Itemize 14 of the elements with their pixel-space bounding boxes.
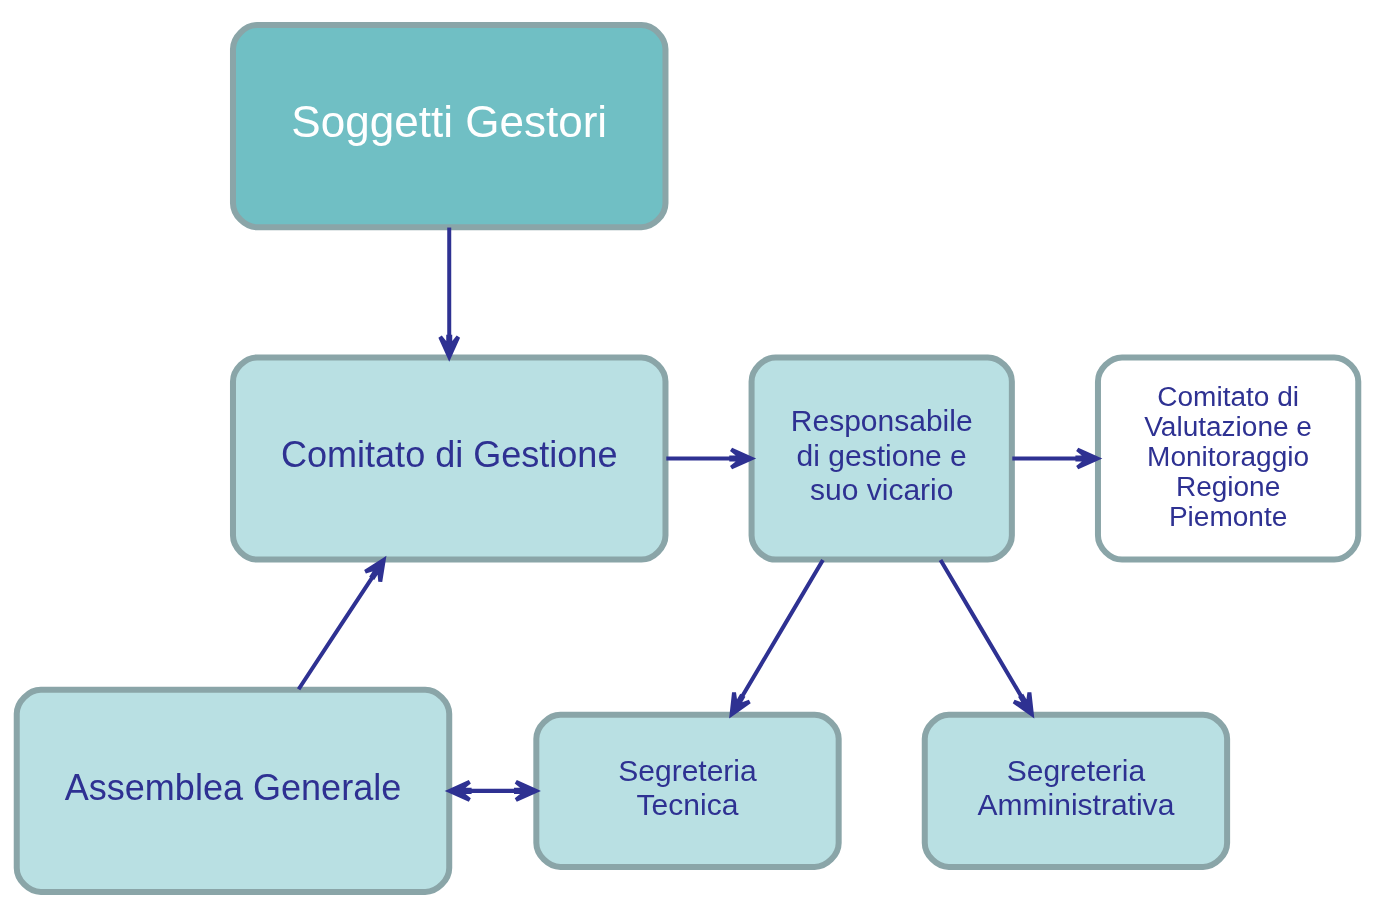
arrow	[447, 779, 538, 802]
arrow	[438, 227, 461, 359]
node-box: Segreteria Amministrativa	[921, 711, 1231, 870]
arrow	[296, 557, 386, 691]
node-box: Assemblea Generale	[13, 686, 453, 895]
node-box: Responsabile di gestione e suo vicario	[748, 354, 1015, 563]
node-box: Soggetti Gestori	[230, 22, 669, 231]
arrow	[938, 558, 1034, 717]
node-box: Comitato di Valutazione e Monitoraggio Regione Piemonte	[1094, 354, 1362, 563]
arrow	[1012, 447, 1100, 470]
arrow	[729, 558, 825, 717]
node-box: Comitato di Gestione	[230, 354, 669, 563]
node-box: Segreteria Tecnica	[533, 711, 842, 870]
arrow	[666, 447, 754, 470]
